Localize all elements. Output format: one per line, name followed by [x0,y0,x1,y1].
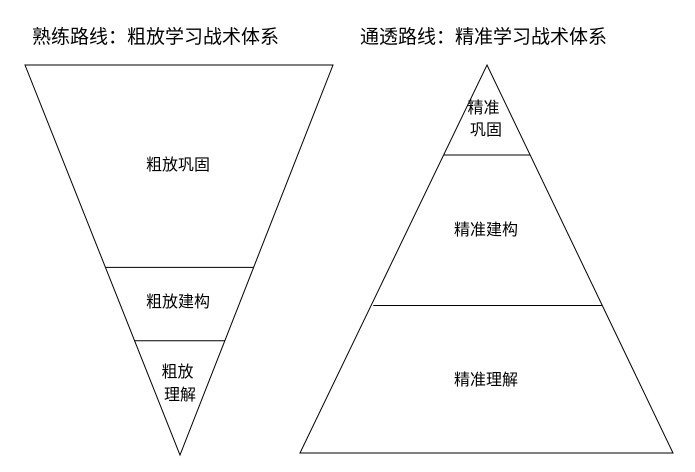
pyramid: 精准 巩固 精准建构 精准理解 [299,63,674,454]
right-layer-label-1: 精准 巩固 [467,98,504,139]
left-layer-label-2: 粗放建构 [146,292,210,311]
right-layer-label-2: 精准建构 [454,220,518,239]
right-layer-label-3: 精准理解 [454,370,518,389]
left-diagram-title: 熟练路线：粗放学习战术体系 [32,26,280,48]
inverted-triangle: 粗放巩固 粗放建构 粗放 理解 [24,64,334,457]
left-layer-label-3: 粗放 理解 [161,362,198,404]
right-diagram-title: 通透路线：精准学习战术体系 [360,26,608,48]
left-layer-label-1: 粗放巩固 [146,155,210,174]
